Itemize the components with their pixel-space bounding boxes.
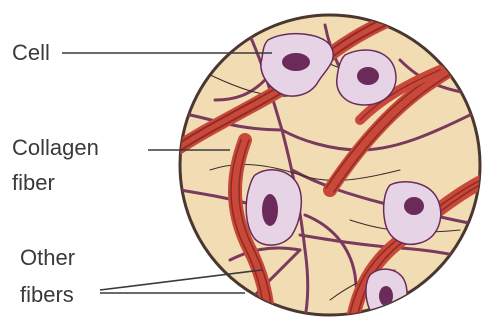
cell-middle-right [384, 182, 441, 245]
cell-top-right [337, 50, 396, 105]
collagen-label-line1: Collagen [12, 133, 99, 163]
collagen-label-line2: fiber [12, 168, 55, 198]
cell-middle-left [246, 170, 301, 245]
cell-label: Cell [12, 38, 50, 68]
other-fibers-label-line2: fibers [20, 280, 74, 310]
cell-bottom-right [366, 269, 407, 321]
other-fibers-label-line1: Other [20, 243, 75, 273]
